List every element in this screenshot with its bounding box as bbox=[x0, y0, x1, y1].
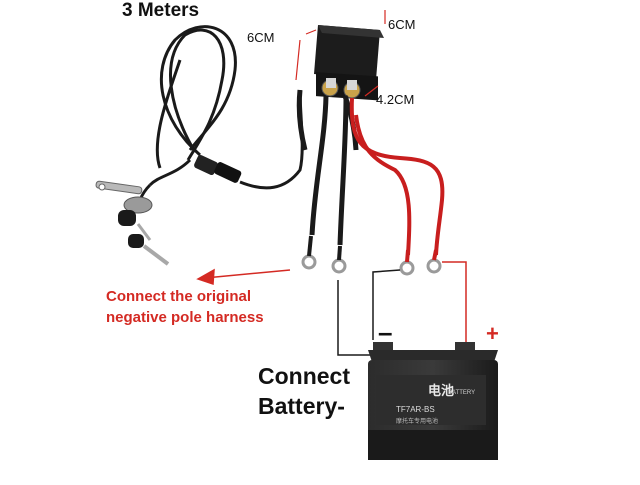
positive-sign: + bbox=[486, 321, 499, 346]
negative-note-line-2: negative pole harness bbox=[106, 309, 264, 326]
key-switch bbox=[95, 180, 170, 266]
battery-brand-en: BATTERY bbox=[448, 390, 476, 396]
negative-arrow bbox=[196, 268, 291, 286]
dimension-depth-label: 6CM bbox=[388, 17, 416, 32]
dimension-width-label: 6CM bbox=[247, 30, 275, 45]
cable-length-label: 3 Meters bbox=[122, 0, 200, 21]
connect-line-1: Connect bbox=[258, 363, 350, 389]
negative-note-line-1: Connect the original bbox=[106, 288, 252, 305]
dimension-height-label: 4.2CM bbox=[376, 92, 415, 107]
connect-line-2: Battery- bbox=[258, 393, 345, 419]
battery-model: TF7AR-BS bbox=[396, 405, 435, 414]
negative-sign: – bbox=[378, 317, 393, 347]
negative-pole-note: Connect the original negative pole harne… bbox=[106, 286, 264, 328]
inline-connector bbox=[194, 89, 304, 190]
connection-lines bbox=[337, 261, 467, 356]
dimension-markers bbox=[295, 10, 386, 97]
relay-box bbox=[314, 25, 384, 101]
coiled-cable bbox=[148, 25, 237, 187]
battery-subtitle: 摩托车专用电池 bbox=[396, 419, 439, 425]
red-wire bbox=[349, 97, 445, 256]
battery bbox=[368, 342, 498, 460]
connect-battery-label: Connect Battery- bbox=[258, 361, 350, 421]
black-wires bbox=[296, 89, 359, 246]
battery-brand: 电池 bbox=[428, 383, 455, 398]
ring-terminals bbox=[301, 235, 442, 276]
